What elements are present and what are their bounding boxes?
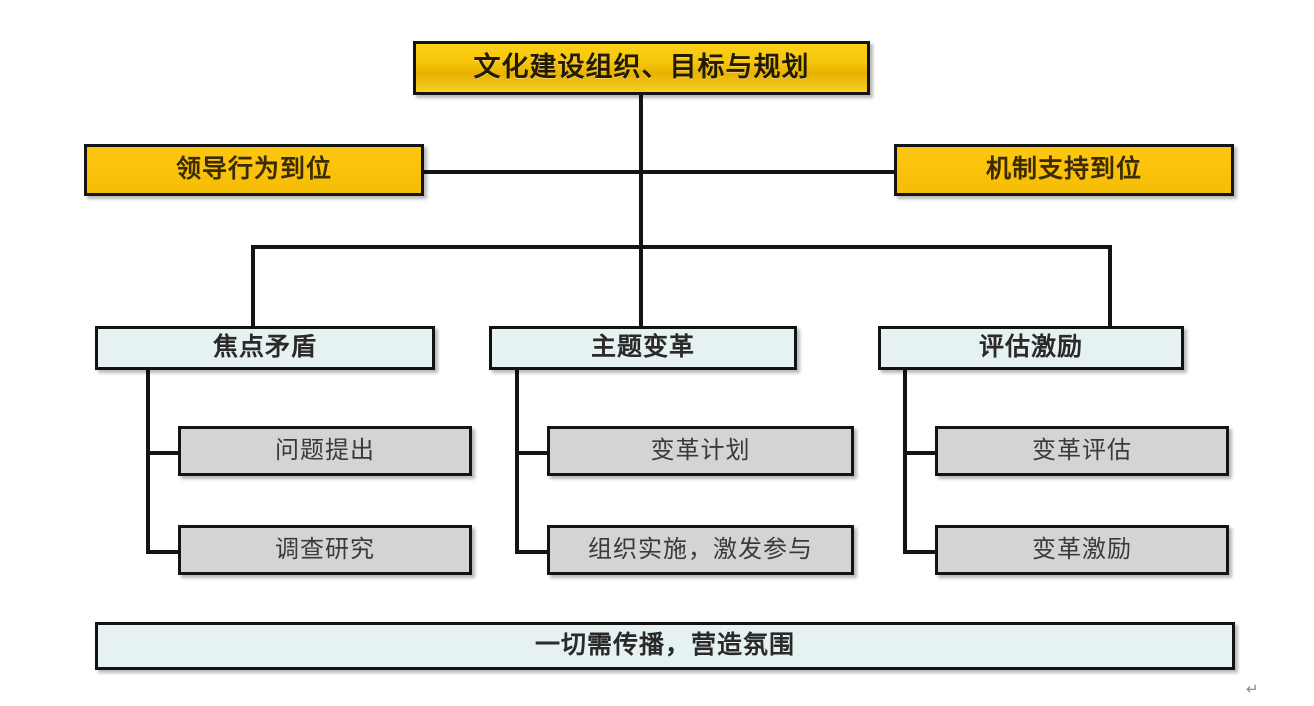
connector-stub-b1-c1: [146, 451, 180, 455]
node-support-left[interactable]: 领导行为到位: [84, 144, 424, 196]
connector-spine-branch-3: [903, 368, 907, 554]
connector-drop-branch-1: [251, 245, 255, 330]
node-leaf-2-1-label: 变革计划: [650, 436, 751, 464]
connector-stub-b1-c2: [146, 550, 180, 554]
connector-stub-b2-c2: [515, 550, 549, 554]
node-branch-1-label: 焦点矛盾: [212, 333, 317, 362]
node-branch-2-label: 主题变革: [590, 333, 695, 362]
node-leaf-1-1-label: 问题提出: [275, 436, 375, 464]
connector-stub-b2-c1: [515, 451, 549, 455]
node-leaf-3-1[interactable]: 变革评估: [935, 426, 1229, 476]
node-footer-banner-label: 一切需传播，营造氛围: [534, 631, 795, 660]
node-support-right[interactable]: 机制支持到位: [894, 144, 1234, 196]
node-leaf-2-2[interactable]: 组织实施，激发参与: [547, 525, 854, 575]
connector-stub-b3-c2: [903, 550, 937, 554]
node-root[interactable]: 文化建设组织、目标与规划: [413, 41, 870, 95]
node-support-right-label: 机制支持到位: [985, 155, 1142, 184]
node-leaf-1-2-label: 调查研究: [275, 535, 375, 563]
connector-spine-branch-2: [515, 368, 519, 554]
node-leaf-3-2[interactable]: 变革激励: [935, 525, 1229, 575]
pilcrow-artifact: ↵: [1246, 681, 1259, 698]
node-leaf-2-1[interactable]: 变革计划: [547, 426, 854, 476]
connector-trunk-lower: [639, 170, 643, 330]
connector-spine-branch-1: [146, 368, 150, 554]
connector-drop-branch-3: [1108, 245, 1112, 330]
connector-branch-bar: [251, 245, 1112, 249]
connector-stub-b3-c1: [903, 451, 937, 455]
node-leaf-2-2-label: 组织实施，激发参与: [588, 535, 813, 563]
node-branch-2[interactable]: 主题变革: [489, 326, 797, 370]
node-branch-3[interactable]: 评估激励: [878, 326, 1184, 370]
node-leaf-1-1[interactable]: 问题提出: [178, 426, 472, 476]
node-leaf-3-1-label: 变革评估: [1032, 436, 1132, 464]
node-support-left-label: 领导行为到位: [175, 155, 332, 184]
node-footer-banner[interactable]: 一切需传播，营造氛围: [95, 622, 1235, 670]
node-leaf-3-2-label: 变革激励: [1032, 535, 1132, 563]
connector-support-bar: [424, 170, 894, 174]
node-branch-3-label: 评估激励: [978, 333, 1083, 362]
node-root-label: 文化建设组织、目标与规划: [473, 52, 810, 83]
node-branch-1[interactable]: 焦点矛盾: [95, 326, 435, 370]
node-leaf-1-2[interactable]: 调查研究: [178, 525, 472, 575]
